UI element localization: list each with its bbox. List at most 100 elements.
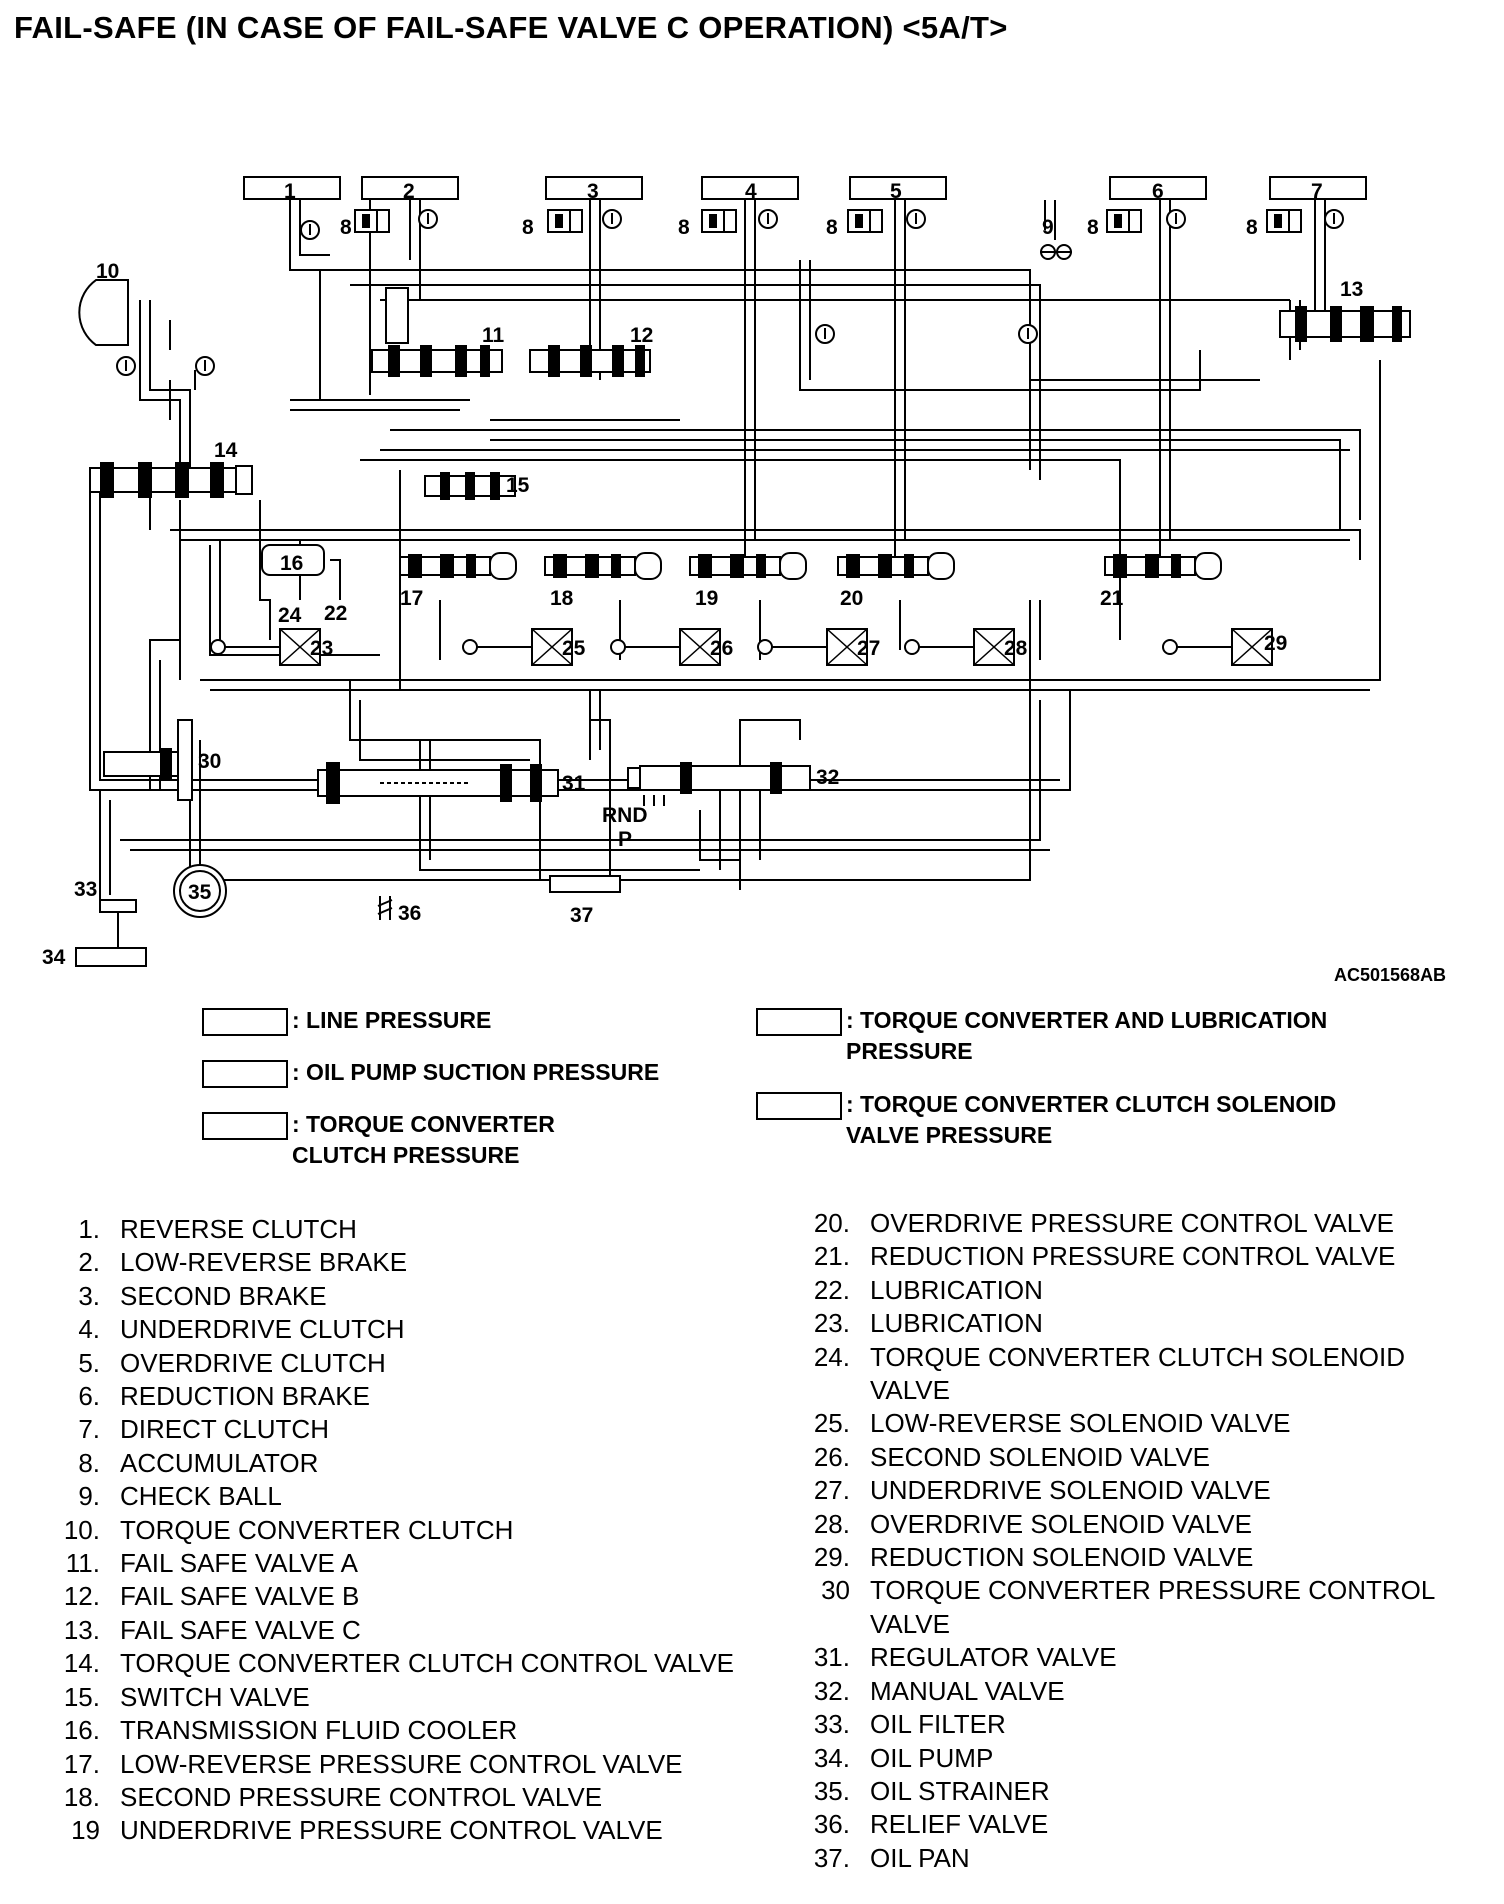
pressure-control-valve [544, 552, 662, 580]
parts-list-item: 34.OIL PUMP [798, 1742, 1458, 1775]
manual-valve [627, 762, 811, 806]
parts-list-item: 37.OIL PAN [798, 1842, 1458, 1875]
parts-list-item: 23. LUBRICATION [798, 1307, 1458, 1340]
part-number: 29. [813, 1542, 850, 1573]
label-7: 7 [1311, 180, 1323, 203]
label-9: 9 [1042, 216, 1054, 239]
oil-strainer-icon [173, 864, 227, 918]
page-title: FAIL-SAFE (IN CASE OF FAIL-SAFE VALVE C … [14, 10, 1008, 45]
accumulator-icon [1106, 209, 1142, 233]
legend-swatch [756, 1008, 842, 1036]
label-1: 1 [284, 180, 296, 203]
part-label: OVERDRIVE CLUTCH [120, 1347, 386, 1378]
legend-line-pressure: : LINE PRESSURE [202, 1007, 722, 1036]
parts-list-item: 9.CHECK BALL [48, 1480, 748, 1513]
legend-label: : TORQUE CONVERTER CLUTCH SOLENOID VALVE… [846, 1091, 1337, 1148]
part-number: 5. [78, 1347, 100, 1378]
label-14: 14 [214, 439, 238, 462]
parts-list-item: 31.REGULATOR VALVE [798, 1641, 1458, 1674]
part-number: 22. [813, 1274, 850, 1305]
pressure-control-valve [837, 552, 955, 580]
solenoid-valve-icon [610, 628, 721, 666]
low-reverse-brake-box [361, 176, 459, 200]
label-22: 22 [324, 602, 347, 625]
parts-list-item: 26.SECOND SOLENOID VALVE [798, 1441, 1458, 1474]
part-number: 21. [813, 1241, 850, 1272]
label-8: 8 [522, 216, 534, 239]
pressure-gauge-icon [300, 220, 320, 240]
accumulator-icon [847, 209, 883, 233]
legend-tcc-pressure: : TORQUE CONVERTER CLUTCH PRESSURE [202, 1111, 722, 1171]
tc-pressure-control-valve [103, 719, 193, 801]
part-label: LOW-REVERSE SOLENOID VALVE [870, 1408, 1291, 1439]
label-18: 18 [550, 587, 574, 610]
parts-list-item: 17.LOW-REVERSE PRESSURE CONTROL VALVE [48, 1748, 748, 1781]
legend-oil-pump-suction: : OIL PUMP SUCTION PRESSURE [202, 1059, 722, 1088]
label-15: 15 [506, 474, 530, 497]
part-label: LUBRICATION [870, 1274, 1043, 1305]
reduction-brake-box [1109, 176, 1207, 200]
accumulator-icon [701, 209, 737, 233]
parts-list-item: 11.FAIL SAFE VALVE A [48, 1547, 748, 1580]
parts-list-item: 2.LOW-REVERSE BRAKE [48, 1246, 748, 1279]
part-number: 25. [813, 1408, 850, 1439]
part-label: REDUCTION SOLENOID VALVE [870, 1542, 1254, 1573]
legend-label: : TORQUE CONVERTER AND LUBRICATION PRESS… [846, 1007, 1328, 1064]
label-19: 19 [695, 587, 718, 610]
label-31: 31 [562, 772, 586, 795]
legend-swatch [202, 1112, 288, 1140]
parts-list-item: 35.OIL STRAINER [798, 1775, 1458, 1808]
part-number: 37. [813, 1842, 850, 1873]
pressure-gauge-icon [758, 209, 778, 229]
legend-swatch [202, 1060, 288, 1088]
part-number: 36. [813, 1809, 850, 1840]
label-8: 8 [340, 216, 352, 239]
label-6: 6 [1152, 180, 1164, 203]
solenoid-valve-icon [757, 628, 868, 666]
accumulator-icon [1266, 209, 1302, 233]
part-number: 6. [78, 1381, 100, 1412]
part-label: FAIL SAFE VALVE C [120, 1614, 361, 1645]
label-8: 8 [826, 216, 838, 239]
part-label: REGULATOR VALVE [870, 1642, 1117, 1673]
part-number: 34. [813, 1742, 850, 1773]
legend-label: : LINE PRESSURE [292, 1007, 492, 1033]
part-label: LUBRICATION [870, 1308, 1043, 1339]
parts-list-item: 20. OVERDRIVE PRESSURE CONTROL VALVE [798, 1207, 1458, 1240]
part-number: 33. [813, 1709, 850, 1740]
part-number: 19 [71, 1815, 100, 1846]
direct-clutch-box [1269, 176, 1367, 200]
part-number: 18. [63, 1781, 100, 1812]
oil-pump-icon [75, 947, 147, 967]
label-26: 26 [710, 637, 733, 660]
part-label: TRANSMISSION FLUID COOLER [120, 1715, 518, 1746]
parts-list-item: 5. OVERDRIVE CLUTCH [48, 1347, 748, 1380]
part-label: TORQUE CONVERTER CLUTCH [120, 1514, 514, 1545]
part-number: 2. [78, 1247, 100, 1278]
parts-list-right: 20. OVERDRIVE PRESSURE CONTROL VALVE 21. RE… [798, 1207, 1458, 1875]
label-24: 24 [278, 604, 302, 627]
label-16: 16 [280, 552, 303, 575]
label-37: 37 [570, 904, 593, 927]
part-label: SECOND BRAKE [120, 1280, 327, 1311]
check-ball-icon [1040, 244, 1072, 260]
label-4: 4 [745, 180, 757, 203]
fail-safe-valve-b [529, 345, 651, 377]
part-number: 4. [78, 1314, 100, 1345]
parts-list-item: 29. REDUCTION SOLENOID VALVE [798, 1541, 1458, 1574]
oil-filter-icon [99, 899, 137, 948]
part-label: OVERDRIVE PRESSURE CONTROL VALVE [870, 1208, 1394, 1238]
parts-list-item: 33.OIL FILTER [798, 1708, 1458, 1741]
legend-label: : OIL PUMP SUCTION PRESSURE [292, 1059, 660, 1085]
part-number: 20. [813, 1208, 850, 1238]
part-number: 23. [813, 1308, 850, 1339]
legend-tc-lubrication: : TORQUE CONVERTER AND LUBRICATION PRESS… [756, 1007, 1396, 1067]
parts-list-item: 15.SWITCH VALVE [48, 1681, 748, 1714]
label-23: 23 [310, 637, 333, 660]
label-20: 20 [840, 587, 863, 610]
legend-swatch [756, 1092, 842, 1120]
parts-list-item: 4.UNDERDRIVE CLUTCH [48, 1313, 748, 1346]
